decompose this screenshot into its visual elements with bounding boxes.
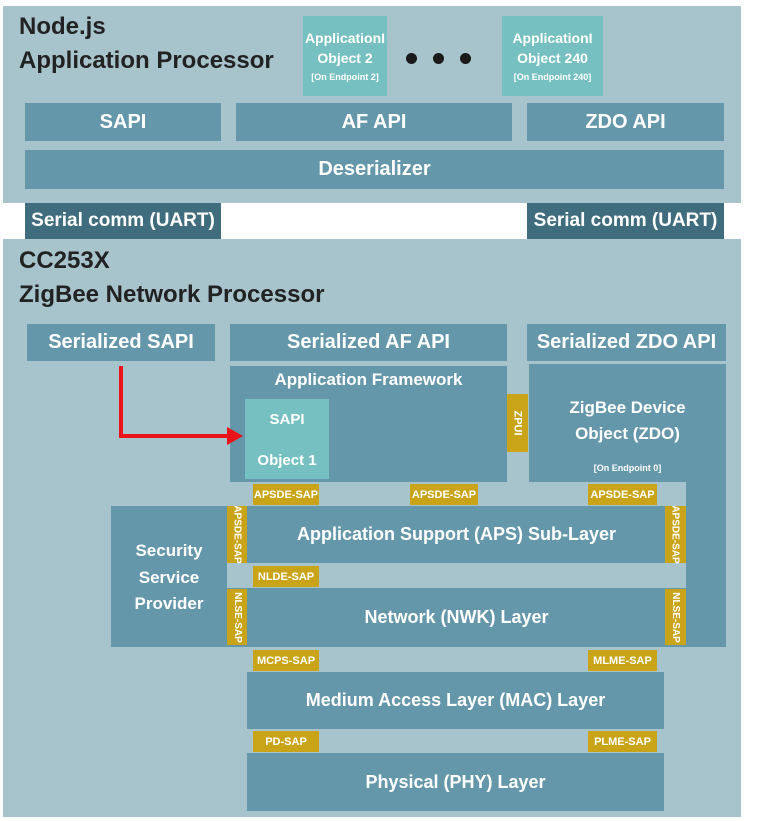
application-object-2-endpoint: [On Endpoint 2] bbox=[311, 72, 379, 82]
pd-sap: PD-SAP bbox=[253, 731, 319, 752]
nwk-layer: Network (NWK) Layer bbox=[227, 588, 686, 647]
application-object-240-line1: ApplicationI bbox=[512, 30, 593, 46]
app-processor-title-line1: Node.js bbox=[19, 13, 106, 40]
security-line3: Provider bbox=[134, 594, 204, 613]
ellipsis-dot-3 bbox=[460, 53, 471, 64]
serialized-sapi-block: Serialized SAPI bbox=[27, 324, 215, 361]
security-line2: Service bbox=[138, 568, 200, 587]
plme-sap: PLME-SAP bbox=[588, 731, 657, 752]
ellipsis-dot-2 bbox=[433, 53, 444, 64]
deserializer-block: Deserializer bbox=[25, 150, 724, 189]
nlse-sap-right: NLSE-SAP bbox=[665, 589, 686, 645]
ellipsis-dot-1 bbox=[406, 53, 417, 64]
security-line1: Security bbox=[135, 541, 203, 560]
application-object-2-line1: ApplicationI bbox=[304, 30, 386, 46]
sapi-flow-arrow-head bbox=[227, 427, 243, 445]
apsde-sap-left: APSDE-SAP bbox=[227, 505, 247, 564]
serialized-af-api-block: Serialized AF API bbox=[230, 324, 507, 361]
zdo-block: ZigBee Device Object (ZDO) [On Endpoint … bbox=[529, 364, 726, 482]
nlde-sap: NLDE-SAP bbox=[253, 566, 319, 587]
application-object-2-line2: Object 2 bbox=[317, 50, 373, 66]
nlse-sap-left: NLSE-SAP bbox=[227, 589, 247, 645]
app-processor-title-line2: Application Processor bbox=[19, 47, 274, 74]
sapi-object-1-line2: Object 1 bbox=[257, 452, 317, 469]
sapi-object-1-line1: SAPI bbox=[269, 411, 305, 428]
sapi-object-1: SAPI Object 1 bbox=[245, 399, 329, 479]
mcps-sap: MCPS-SAP bbox=[253, 650, 319, 671]
zdo-line1: ZigBee Device bbox=[569, 398, 686, 417]
security-service-provider-block: Security Service Provider bbox=[111, 506, 227, 647]
network-processor-title-line2: ZigBee Network Processor bbox=[19, 281, 325, 308]
sapi-flow-arrow-line bbox=[119, 366, 230, 438]
app-processor-title: Node.js Application Processor bbox=[19, 10, 274, 78]
network-processor-title-line1: CC253X bbox=[19, 247, 110, 274]
application-object-240-endpoint: [On Endpoint 240] bbox=[513, 72, 592, 82]
application-object-2: ApplicationI Object 2 [On Endpoint 2] bbox=[303, 16, 387, 96]
zdo-endpoint: [On Endpoint 0] bbox=[593, 463, 662, 473]
serialized-zdo-api-block: Serialized ZDO API bbox=[527, 324, 726, 361]
application-framework-label: Application Framework bbox=[274, 370, 463, 389]
apsde-sap-3: APSDE-SAP bbox=[588, 484, 657, 505]
application-object-240: ApplicationI Object 240 [On Endpoint 240… bbox=[502, 16, 603, 96]
serial-comm-left: Serial comm (UART) bbox=[25, 203, 221, 239]
sapi-block: SAPI bbox=[25, 103, 221, 141]
mlme-sap: MLME-SAP bbox=[588, 650, 657, 671]
apsde-sap-2: APSDE-SAP bbox=[410, 484, 478, 505]
af-api-block: AF API bbox=[236, 103, 512, 141]
apsde-sap-1: APSDE-SAP bbox=[253, 484, 319, 505]
serial-comm-right: Serial comm (UART) bbox=[527, 203, 724, 239]
aps-layer: Application Support (APS) Sub-Layer bbox=[227, 506, 686, 563]
apsde-sap-right: APSDE-SAP bbox=[665, 505, 686, 564]
application-object-240-line2: Object 240 bbox=[517, 50, 588, 66]
zdo-line2: Object (ZDO) bbox=[575, 424, 680, 443]
zdo-side-connector bbox=[686, 482, 726, 647]
phy-layer: Physical (PHY) Layer bbox=[247, 753, 664, 811]
network-processor-title: CC253X ZigBee Network Processor bbox=[19, 244, 324, 312]
mac-layer: Medium Access Layer (MAC) Layer bbox=[247, 672, 664, 729]
zdo-api-block: ZDO API bbox=[527, 103, 724, 141]
zpui-label: ZPUI bbox=[507, 394, 528, 452]
